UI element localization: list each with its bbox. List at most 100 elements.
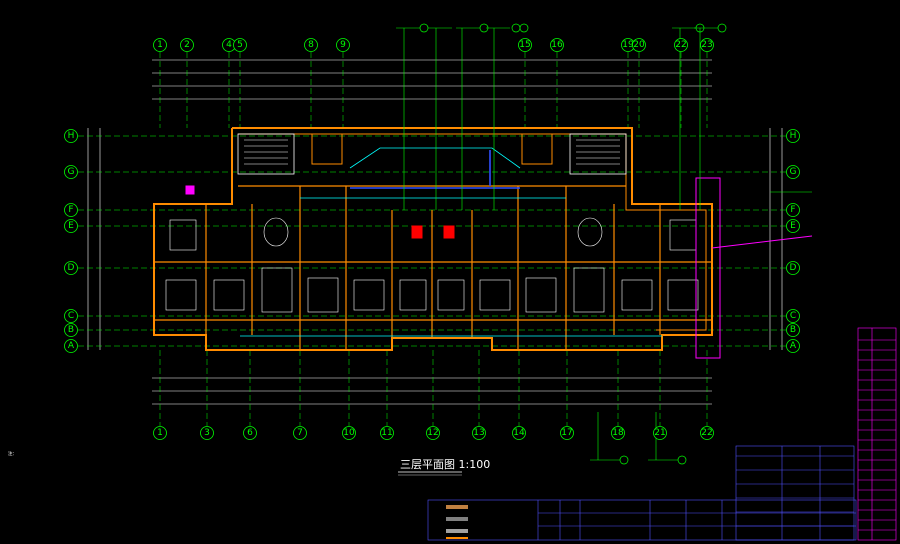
grid-bubble-right-B-label: B [790, 325, 796, 335]
side-dimension-lines [87, 128, 783, 350]
grid-bubble-top-2-label: 2 [184, 40, 190, 50]
grid-bubble-top-2: 2 [180, 38, 194, 52]
grid-bubble-right-F-label: F [790, 205, 795, 215]
legend-table [427, 499, 857, 541]
stair-right [576, 139, 620, 165]
grid-bubble-right-C: C [786, 309, 800, 323]
grid-bubble-top-9-label: 9 [340, 40, 346, 50]
grid-bubble-right-D-label: D [790, 263, 797, 273]
grid-bubble-left-F-label: F [68, 205, 73, 215]
grid-bubble-left-B-label: B [68, 325, 74, 335]
grid-bubble-top-23: 23 [700, 38, 714, 52]
grid-bubble-bottom-11-label: 11 [381, 428, 392, 438]
grid-bubble-bottom-14: 14 [512, 426, 526, 440]
grid-bubble-right-E-label: E [790, 221, 796, 231]
green-leader-lines [396, 27, 812, 461]
grid-bubble-bottom-21: 21 [653, 426, 667, 440]
vertical-grid-axes [159, 52, 708, 426]
grid-bubble-left-C: C [64, 309, 78, 323]
grid-bubble-bottom-10: 10 [342, 426, 356, 440]
grid-bubble-bottom-12-label: 12 [427, 428, 438, 438]
grid-bubble-top-20-label: 20 [633, 40, 645, 50]
grid-bubble-bottom-12: 12 [426, 426, 440, 440]
grid-bubble-top-20: 20 [632, 38, 646, 52]
grid-bubble-right-H: H [786, 129, 800, 143]
grid-bubble-right-G-label: G [790, 167, 797, 177]
schedule-table [735, 445, 855, 541]
grid-bubble-bottom-13: 13 [472, 426, 486, 440]
grid-bubble-top-19-label: 19 [622, 40, 634, 50]
drain-pipes [350, 150, 520, 189]
grid-bubble-top-9: 9 [336, 38, 350, 52]
grid-bubble-right-C-label: C [790, 311, 796, 321]
grid-bubble-bottom-6-label: 6 [247, 428, 253, 438]
grid-bubble-right-B: B [786, 323, 800, 337]
grid-bubble-left-D-label: D [68, 263, 75, 273]
building-walls [153, 127, 713, 351]
leader-bubbles [419, 23, 727, 465]
grid-bubble-bottom-18: 18 [611, 426, 625, 440]
top-dimension-lines [152, 59, 712, 100]
notes-title: 注： [8, 452, 17, 457]
grid-bubble-left-E: E [64, 219, 78, 233]
grid-bubble-top-22: 22 [674, 38, 688, 52]
grid-bubble-bottom-22-label: 22 [701, 428, 712, 438]
grid-bubble-top-1-label: 1 [157, 40, 163, 50]
grid-bubble-top-8-label: 8 [308, 40, 314, 50]
grid-bubble-right-G: G [786, 165, 800, 179]
grid-bubble-bottom-18-label: 18 [612, 428, 624, 438]
grid-bubble-top-5-label: 5 [237, 40, 243, 50]
grid-bubble-right-H-label: H [790, 131, 797, 141]
grid-bubble-top-16: 16 [550, 38, 564, 52]
grid-bubble-right-E: E [786, 219, 800, 233]
grid-bubble-top-16-label: 16 [551, 40, 563, 50]
interior-partitions [154, 185, 712, 350]
grid-bubble-right-D: D [786, 261, 800, 275]
grid-bubble-right-F: F [786, 203, 800, 217]
grid-bubble-left-D: D [64, 261, 78, 275]
grid-bubble-bottom-17: 17 [560, 426, 574, 440]
grid-bubble-top-8: 8 [304, 38, 318, 52]
grid-bubble-bottom-17-label: 17 [561, 428, 572, 438]
grid-bubble-right-A-label: A [790, 341, 797, 351]
grid-bubble-top-15-label: 15 [519, 40, 530, 50]
grid-bubble-bottom-7: 7 [293, 426, 307, 440]
grid-bubble-top-4: 4 [222, 38, 236, 52]
grid-bubble-left-G-label: G [68, 167, 75, 177]
side-schedule-table [857, 327, 897, 541]
grid-bubble-bottom-11: 11 [380, 426, 394, 440]
grid-bubble-bottom-7-label: 7 [297, 428, 303, 438]
grid-bubble-left-B: B [64, 323, 78, 337]
grid-bubble-top-1: 1 [153, 38, 167, 52]
grid-bubbles-left: H G FE D CBA [64, 129, 78, 353]
grid-bubble-top-4-label: 4 [226, 40, 232, 50]
grid-bubble-bottom-13-label: 13 [473, 428, 484, 438]
grid-bubble-left-A: A [64, 339, 78, 353]
bottom-dimension-lines [152, 377, 712, 405]
stair-left [244, 139, 288, 165]
grid-bubble-bottom-14-label: 14 [513, 428, 525, 438]
grid-bubble-bottom-1: 1 [153, 426, 167, 440]
grid-bubble-left-E-label: E [68, 221, 74, 231]
grid-bubble-left-F: F [64, 203, 78, 217]
grid-bubble-bottom-6: 6 [243, 426, 257, 440]
grid-bubble-right-A: A [786, 339, 800, 353]
furniture [165, 217, 699, 313]
grid-bubble-left-A-label: A [68, 341, 75, 351]
grid-bubble-top-5: 5 [233, 38, 247, 52]
grid-bubble-left-G: G [64, 165, 78, 179]
general-notes: 注： [8, 450, 428, 459]
grid-bubble-left-C-label: C [68, 311, 74, 321]
grid-bubble-top-15: 15 [518, 38, 532, 52]
grid-bubble-bottom-10-label: 10 [343, 428, 355, 438]
grid-bubble-bottom-3: 3 [200, 426, 214, 440]
drawing-title: 三层平面图 1:100 [400, 458, 490, 471]
grid-bubble-left-H-label: H [68, 131, 75, 141]
grid-bubble-bottom-22: 22 [700, 426, 714, 440]
magenta-markers [185, 177, 813, 359]
grid-bubble-bottom-21-label: 21 [654, 428, 665, 438]
grid-bubble-bottom-3-label: 3 [204, 428, 210, 438]
